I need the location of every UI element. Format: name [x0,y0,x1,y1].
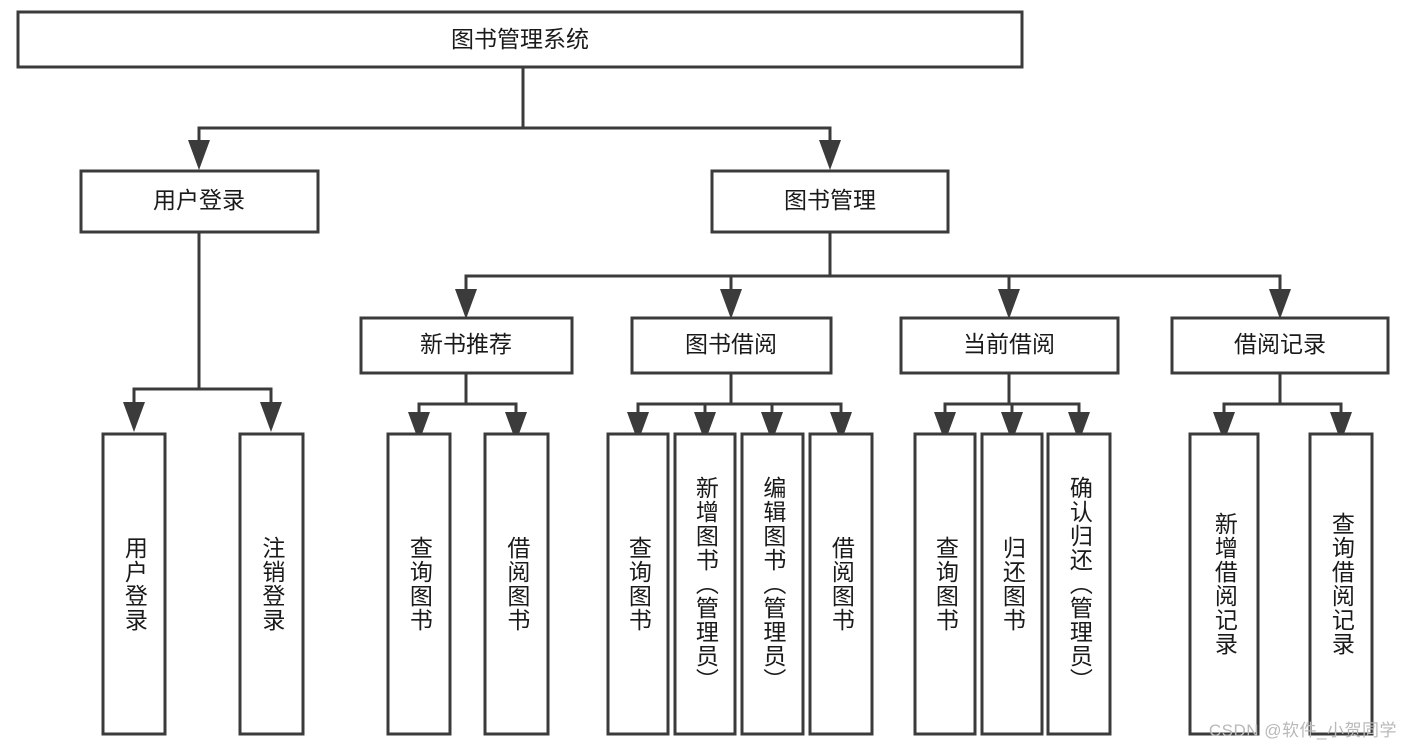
leaf-query-record-box [1308,432,1374,736]
user-login-label: 用户登录 [153,187,245,213]
leaf-return-book-box [980,432,1044,736]
arrow-to-user-login [188,140,210,170]
arrow-to-book-management [819,140,841,170]
node-book-borrow: 图书借阅 [630,316,833,375]
current-borrow-label: 当前借阅 [963,331,1055,357]
leaf-query-book-2-box [606,432,670,736]
node-current-borrow: 当前借阅 [899,316,1120,375]
borrow-record-label: 借阅记录 [1234,331,1326,357]
node-borrow-record: 借阅记录 [1170,316,1390,375]
leaf-user-login-box [101,432,167,736]
root-label: 图书管理系统 [451,26,589,52]
user-login-box [79,169,320,234]
book-management-label: 图书管理 [784,187,876,213]
leaf-borrow-book-1-box [483,432,550,736]
leaf-edit-book-box [740,432,805,736]
arrow-to-book-borrow [720,289,742,319]
leaf-add-book-box [673,432,737,736]
new-book-recommend-label: 新书推荐 [420,331,512,357]
arrow-to-new-book-recommend [455,289,477,319]
leaf-confirm-return-box [1046,432,1112,736]
connector-borrow-record-to-leaves [1213,371,1352,442]
leaf-boxes [101,432,1374,736]
leaf-user-logout-box [238,432,305,736]
root-box [16,10,1024,69]
connector-root-to-level2 [188,65,841,170]
current-borrow-box [899,316,1120,375]
arrow-to-borrow-record [1269,289,1291,319]
connector-new-book-recommend-to-leaves [408,371,527,442]
leaf-add-record-box [1188,432,1260,736]
arrow-to-leaf-user-login [123,402,145,432]
node-user-login: 用户登录 [79,169,320,234]
csdn-watermark: CSDN @软件_小贺同学 [1208,721,1397,740]
leaf-query-book-3-box [913,432,977,736]
connector-book-management-to-level3 [455,230,1291,319]
leaf-query-book-1-box [386,432,452,736]
arrow-to-current-borrow [998,289,1020,319]
connector-user-login-to-leaves [123,230,282,432]
connector-current-borrow-to-leaves [934,371,1090,442]
book-borrow-label: 图书借阅 [685,331,777,357]
node-new-book-recommend: 新书推荐 [359,316,574,375]
leaf-borrow-book-2-box [808,432,874,736]
node-book-management: 图书管理 [710,169,950,234]
connector-book-borrow-to-leaves [627,371,852,442]
arrow-to-leaf-user-logout [260,402,282,432]
node-root: 图书管理系统 [16,10,1024,69]
new-book-recommend-box [359,316,574,375]
